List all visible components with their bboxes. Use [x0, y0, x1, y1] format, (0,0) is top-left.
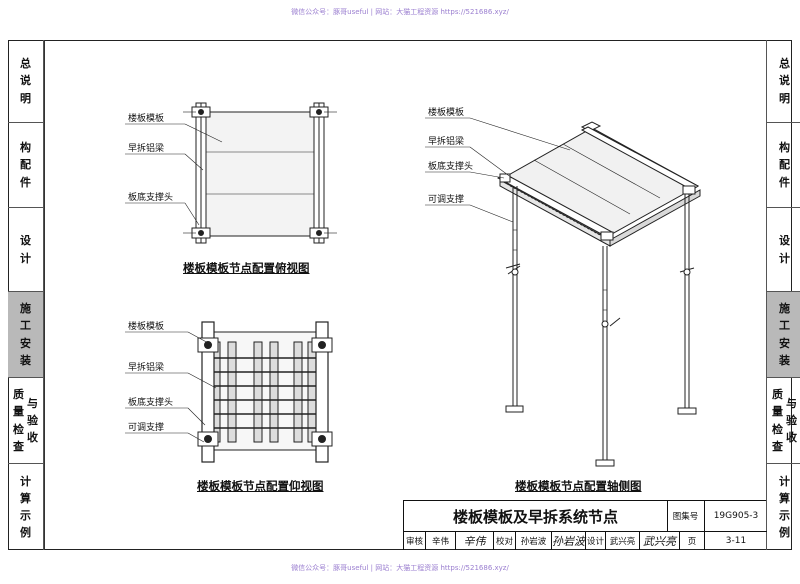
top-view-label-head: 板底支撑头	[128, 191, 173, 203]
left-tab-installation[interactable]: 施 工 安 装	[8, 292, 44, 378]
right-tab-installation[interactable]: 施 工 安 装	[766, 292, 800, 378]
page-label: 页	[680, 531, 705, 550]
bottom-view-label-prop: 可调支撑	[128, 421, 164, 433]
axonometric-view-caption: 楼板模板节点配置轴侧图	[515, 479, 642, 493]
review-label: 审核	[404, 531, 426, 550]
right-tab-examples[interactable]: 计 算 示 例	[766, 464, 800, 550]
axon-view-label-slab: 楼板模板	[428, 106, 464, 118]
reviewer-signature: 辛伟	[456, 531, 494, 550]
designer-signature: 武兴亮	[640, 531, 680, 550]
page-number: 3-11	[725, 535, 747, 546]
right-tab-general[interactable]: 总 说 明	[766, 40, 800, 123]
watermark-top: 微信公众号：豚哥useful | 网站：大猫工程资源 https://52168…	[291, 8, 509, 16]
check-label: 校对	[494, 531, 516, 550]
bottom-view-label-beam: 早拆铝梁	[128, 361, 164, 373]
designer-name: 武兴亮	[606, 531, 640, 550]
top-view-label-slab: 楼板模板	[128, 112, 164, 124]
axon-view-label-head: 板底支撑头	[428, 160, 473, 172]
left-tab-quality[interactable]: 质 量 检 查 与 验 收	[8, 378, 44, 464]
bottom-view-label-slab: 楼板模板	[128, 320, 164, 332]
title-block: 楼板模板及早拆系统节点 图集号 19G905-3 审核 辛伟 辛伟 校对 孙岩波…	[403, 500, 767, 550]
left-tab-design[interactable]: 设 计	[8, 208, 44, 292]
watermark-bottom: 微信公众号：豚哥useful | 网站：大猫工程资源 https://52168…	[291, 564, 509, 572]
checker-name: 孙岩波	[516, 531, 552, 550]
top-view-drawing	[125, 102, 337, 244]
axonometric-view-drawing	[425, 117, 701, 467]
left-tab-divider	[44, 40, 45, 550]
atlas-number: 19G905-3	[713, 511, 759, 521]
bottom-view-caption: 楼板模板节点配置仰视图	[197, 479, 324, 493]
axon-view-label-beam: 早拆铝梁	[428, 135, 464, 147]
top-view-label-beam: 早拆铝梁	[128, 142, 164, 154]
right-tab-quality[interactable]: 质 量 检 查 与 验 收	[766, 378, 800, 464]
right-tab-design[interactable]: 设 计	[766, 208, 800, 292]
atlas-label: 图集号	[667, 501, 705, 531]
bottom-view-label-head: 板底支撑头	[128, 396, 173, 408]
checker-signature: 孙岩波	[552, 531, 586, 550]
reviewer-name: 辛伟	[426, 531, 456, 550]
drawing-title: 楼板模板及早拆系统节点	[404, 501, 668, 531]
right-tab-components[interactable]: 构 配 件	[766, 123, 800, 208]
top-view-caption: 楼板模板节点配置俯视图	[183, 261, 310, 275]
left-tab-general[interactable]: 总 说 明	[8, 40, 44, 123]
bottom-view-drawing	[125, 321, 333, 463]
design-label: 设计	[586, 531, 606, 550]
left-tab-components[interactable]: 构 配 件	[8, 123, 44, 208]
axon-view-label-prop: 可调支撑	[428, 193, 464, 205]
left-tab-examples[interactable]: 计 算 示 例	[8, 464, 44, 550]
